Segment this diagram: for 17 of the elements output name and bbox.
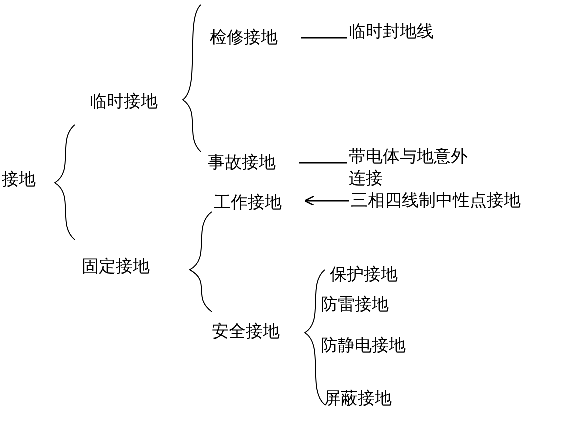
label-text: 临时封地线: [349, 21, 459, 43]
label-text: 事故接地: [208, 152, 298, 174]
label-text: 屏蔽接地: [324, 388, 414, 410]
connector-line: [301, 37, 347, 39]
connector-line: [299, 162, 347, 164]
label-text: 防雷接地: [321, 294, 411, 316]
label-text: 保护接地: [330, 264, 420, 286]
label-text: 防静电接地: [321, 335, 431, 357]
label-text: 工作接地: [214, 192, 304, 214]
arrow: [304, 196, 349, 206]
label-text: 检修接地: [210, 27, 300, 49]
label-text: 固定接地: [82, 256, 172, 278]
label-text: 安全接地: [212, 321, 302, 343]
label-text: 带电体与地意外连接: [349, 146, 471, 190]
label-text: 临时接地: [90, 91, 170, 113]
label-text: 接地: [2, 169, 42, 191]
label-text: 三相四线制中性点接地: [351, 190, 556, 212]
